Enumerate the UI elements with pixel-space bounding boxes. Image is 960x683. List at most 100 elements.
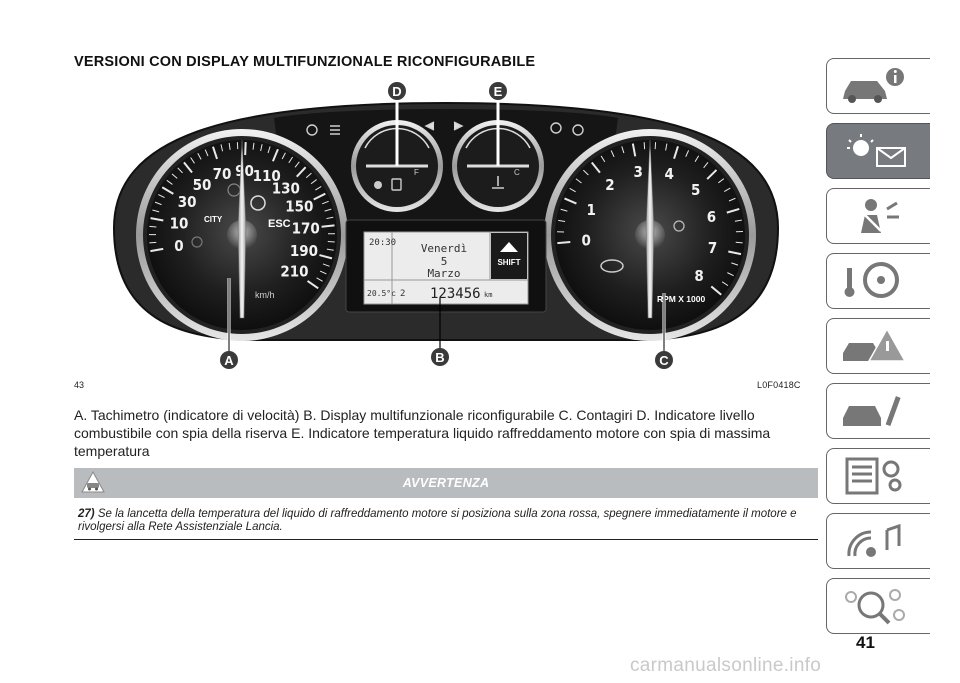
callout-d: D <box>392 84 401 99</box>
figure-caption: A. Tachimetro (indicatore di velocità) B… <box>74 407 771 459</box>
callout-a: A <box>224 353 234 368</box>
speed-scale-tick <box>244 142 247 156</box>
speed-scale-tick <box>326 216 334 220</box>
seatbelt-airbag-icon <box>861 199 899 233</box>
rpm-scale-tick <box>631 143 637 157</box>
speed-scale-tick <box>228 142 231 150</box>
tab-multimedia[interactable] <box>826 513 930 569</box>
key-steering-wheel-icon <box>844 262 899 298</box>
rpm-scale-tick <box>582 169 589 176</box>
speed-scale-tick <box>152 209 160 213</box>
speedometer-needle <box>237 139 247 319</box>
coolant-temperature-icon <box>492 176 504 189</box>
shift-up-arrow-icon <box>500 242 518 252</box>
rpm-scale-tick <box>564 197 577 205</box>
warning-lights-envelope-icon <box>847 134 906 167</box>
turn-signal-right-icon <box>453 121 464 131</box>
speed-scale-tick <box>316 277 323 282</box>
rpm-scale-tick <box>718 178 725 184</box>
speed-scale-tick <box>171 173 178 179</box>
speed-scale-tick <box>305 172 312 179</box>
speed-scale-tick <box>204 149 209 157</box>
rpm-scale-tick <box>706 169 718 180</box>
esc-indicator: ESC <box>268 218 291 230</box>
speed-scale-tick <box>149 225 157 228</box>
rpm-scale-tick <box>600 155 606 163</box>
rpm-scale-tick <box>721 281 729 287</box>
speed-scale-label: 110 <box>253 167 281 185</box>
tab-index[interactable] <box>826 578 930 634</box>
car-emergency-icon <box>843 327 907 362</box>
warning-text: Se la lancetta della temperatura del liq… <box>78 508 797 533</box>
front-fog-light-icon <box>306 124 318 136</box>
rpm-scale-label: 7 <box>708 239 717 257</box>
speed-scale-label: 130 <box>272 179 300 197</box>
brake-warning-icon <box>250 195 266 211</box>
speed-scale-tick <box>161 186 174 195</box>
tab-technical-data[interactable] <box>826 448 930 504</box>
fuel-pump-icon <box>391 178 402 191</box>
speed-scale-label: 30 <box>178 193 197 211</box>
alphabetical-index-icon <box>845 589 905 625</box>
speed-scale-tick <box>313 192 326 201</box>
rpm-scale-tick <box>734 219 742 222</box>
display-gear: 2 <box>400 289 405 299</box>
rpm-scale-tick <box>665 143 668 151</box>
high-beam-icon <box>550 122 562 134</box>
technical-data-icon <box>845 457 902 495</box>
rpm-scale-tick <box>731 262 739 266</box>
callout-c: C <box>659 353 669 368</box>
rpm-scale-tick <box>723 187 731 193</box>
speed-scale-tick <box>177 167 183 174</box>
position-lights-icon <box>330 125 340 135</box>
tab-warning-lights[interactable] <box>826 123 930 179</box>
speed-scale-tick <box>315 186 322 191</box>
tachometer-scale <box>557 142 743 296</box>
speed-scale-tick <box>183 161 193 174</box>
speed-scale-tick <box>288 156 294 164</box>
rpm-scale-tick <box>703 162 709 169</box>
speed-scale-label: 190 <box>290 242 318 260</box>
warning-number: 27) <box>78 508 95 520</box>
warning-header: AVVERTENZA <box>74 468 818 498</box>
display-outside-temperature: 20.5°c <box>367 289 396 298</box>
speed-scale-tick <box>306 280 319 290</box>
speed-scale-tick <box>260 144 263 152</box>
speed-scale-label: 10 <box>170 214 189 232</box>
speed-scale-label: 170 <box>292 219 320 237</box>
fuel-low-warning-icon <box>374 181 382 189</box>
tab-starting-driving[interactable] <box>826 253 930 309</box>
rpm-scale-tick <box>728 197 736 202</box>
callout-e: E <box>494 84 503 99</box>
speed-scale-tick <box>154 201 162 206</box>
tab-emergency[interactable] <box>826 318 930 374</box>
tab-car-info[interactable] <box>826 58 930 114</box>
speed-scale-tick <box>319 254 333 260</box>
car-info-icon <box>843 68 904 103</box>
rear-fog-light-icon <box>572 124 584 136</box>
tab-safety[interactable] <box>826 188 930 244</box>
lamp-icon <box>191 236 203 248</box>
display-time: 20:30 <box>369 238 396 248</box>
speed-scale-tick <box>212 146 218 160</box>
tab-maintenance[interactable] <box>826 383 930 439</box>
city-indicator: CITY <box>204 215 223 224</box>
page-number: 41 <box>856 633 875 652</box>
speed-scale-label: 90 <box>235 162 254 180</box>
watermark: carmanualsonline.info <box>630 655 822 676</box>
rpm-scale-label: 4 <box>665 165 674 183</box>
speed-scale-tick <box>310 179 317 185</box>
rpm-scale-tick <box>557 240 571 245</box>
multimedia-icon <box>847 523 901 557</box>
callout-b: B <box>435 350 444 365</box>
display-day: Venerdì <box>421 242 467 255</box>
speed-scale-tick <box>281 152 286 160</box>
coolant-temperature-gauge: C <box>452 98 544 212</box>
rpm-scale-tick <box>569 187 576 193</box>
speed-scale-label: 0 <box>174 237 183 255</box>
speed-scale-tick <box>252 142 255 150</box>
display-date: 5 <box>441 255 448 268</box>
speed-scale-tick <box>321 224 335 228</box>
